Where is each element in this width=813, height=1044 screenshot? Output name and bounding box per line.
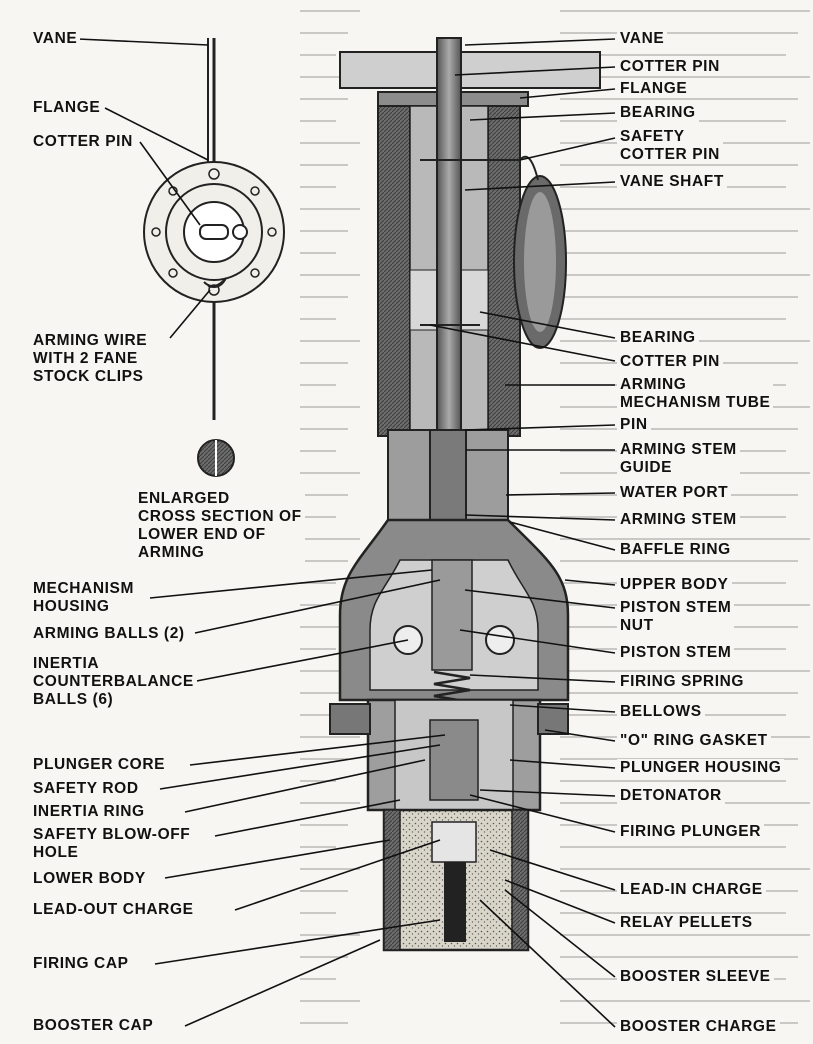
label-safety-blowoff: SAFETY BLOW-OFF HOLE	[30, 826, 194, 862]
leader-line	[184, 939, 381, 1027]
leader-line	[149, 569, 433, 599]
label-firing-plunger: FIRING PLUNGER	[617, 823, 765, 841]
label-booster-cap: BOOSTER CAP	[30, 1017, 157, 1035]
label-inertia-balls: INERTIA COUNTERBALANCE BALLS (6)	[30, 655, 197, 709]
leader-line	[564, 579, 616, 586]
label-arming-stem: ARMING STEM	[617, 511, 740, 529]
label-upper-body: UPPER BODY	[617, 576, 732, 594]
leader-line	[194, 579, 441, 634]
label-lower-body: LOWER BODY	[30, 870, 149, 888]
label-lead-out-charge: LEAD-OUT CHARGE	[30, 901, 197, 919]
leader-line	[479, 311, 616, 339]
leader-line	[479, 899, 616, 1028]
label-vane-left: VANE	[30, 30, 81, 48]
label-arming-stem-guide: ARMING STEM GUIDE	[617, 441, 740, 477]
label-piston-stem: PISTON STEM	[617, 644, 735, 662]
leader-line	[504, 879, 616, 924]
label-mechanism-housing: MECHANISM HOUSING	[30, 580, 137, 616]
label-plunger-housing: PLUNGER HOUSING	[617, 759, 785, 777]
leader-line	[489, 849, 616, 891]
leader-line	[464, 514, 616, 521]
label-bellows: BELLOWS	[617, 703, 705, 721]
leader-line	[139, 141, 201, 226]
label-relay-pellets: RELAY PELLETS	[617, 914, 756, 932]
label-pin: PIN	[617, 416, 651, 434]
fuze-cross-section	[329, 37, 601, 952]
leader-line	[214, 799, 401, 837]
label-safety-rod: SAFETY ROD	[30, 780, 142, 798]
label-arming-balls: ARMING BALLS (2)	[30, 625, 188, 643]
leader-line	[544, 729, 616, 742]
leader-line	[464, 181, 616, 191]
leader-line	[169, 289, 211, 339]
leader-line	[189, 734, 446, 766]
leader-line	[509, 759, 616, 769]
leader-line	[234, 839, 441, 911]
leader-line	[469, 674, 616, 683]
label-vane-shaft: VANE SHAFT	[617, 173, 727, 191]
leader-line	[479, 789, 616, 797]
label-plunger-core: PLUNGER CORE	[30, 756, 169, 774]
label-cotter-pin-left: COTTER PIN	[30, 133, 136, 151]
label-lead-in-charge: LEAD-IN CHARGE	[617, 881, 766, 899]
leader-line	[464, 424, 616, 431]
label-detonator: DETONATOR	[617, 787, 725, 805]
leader-line	[505, 492, 616, 496]
leader-line	[429, 324, 616, 362]
leader-line	[469, 112, 616, 121]
label-cotter-pin-lower: COTTER PIN	[617, 353, 723, 371]
label-firing-cap: FIRING CAP	[30, 955, 132, 973]
leader-line	[184, 759, 426, 813]
inset-top-view	[143, 38, 285, 477]
leader-line	[77, 38, 209, 46]
label-firing-spring: FIRING SPRING	[617, 673, 748, 691]
leader-line	[509, 704, 616, 713]
label-inertia-ring: INERTIA RING	[30, 803, 148, 821]
leader-line	[464, 38, 616, 46]
label-water-port: WATER PORT	[617, 484, 732, 502]
label-enlarged-section: ENLARGED CROSS SECTION OF LOWER END OF A…	[135, 490, 305, 562]
label-baffle-ring: BAFFLE RING	[617, 541, 734, 559]
leader-line	[509, 521, 616, 551]
label-safety-cotter-pin: SAFETY COTTER PIN	[617, 128, 723, 164]
label-vane-right: VANE	[617, 30, 668, 48]
leader-line	[154, 919, 441, 965]
label-arming-wire: ARMING WIRE WITH 2 FANE STOCK CLIPS	[30, 332, 151, 386]
leader-line	[104, 107, 209, 161]
label-booster-sleeve: BOOSTER SLEEVE	[617, 968, 774, 986]
leader-line	[164, 839, 391, 879]
label-booster-charge: BOOSTER CHARGE	[617, 1018, 780, 1036]
label-piston-stem-nut: PISTON STEM NUT	[617, 599, 735, 635]
label-flange-left: FLANGE	[30, 99, 104, 117]
label-arming-mechanism-tube: ARMING MECHANISM TUBE	[617, 376, 774, 412]
label-bearing-upper: BEARING	[617, 104, 699, 122]
leader-line	[519, 88, 616, 99]
leader-line	[159, 744, 441, 790]
leader-line	[454, 66, 616, 76]
label-flange-right: FLANGE	[617, 80, 691, 98]
label-bearing-lower: BEARING	[617, 329, 699, 347]
leader-line	[519, 137, 616, 161]
label-o-ring-gasket: "O" RING GASKET	[617, 732, 771, 750]
label-cotter-pin-right: COTTER PIN	[617, 58, 723, 76]
leader-line	[504, 889, 616, 978]
